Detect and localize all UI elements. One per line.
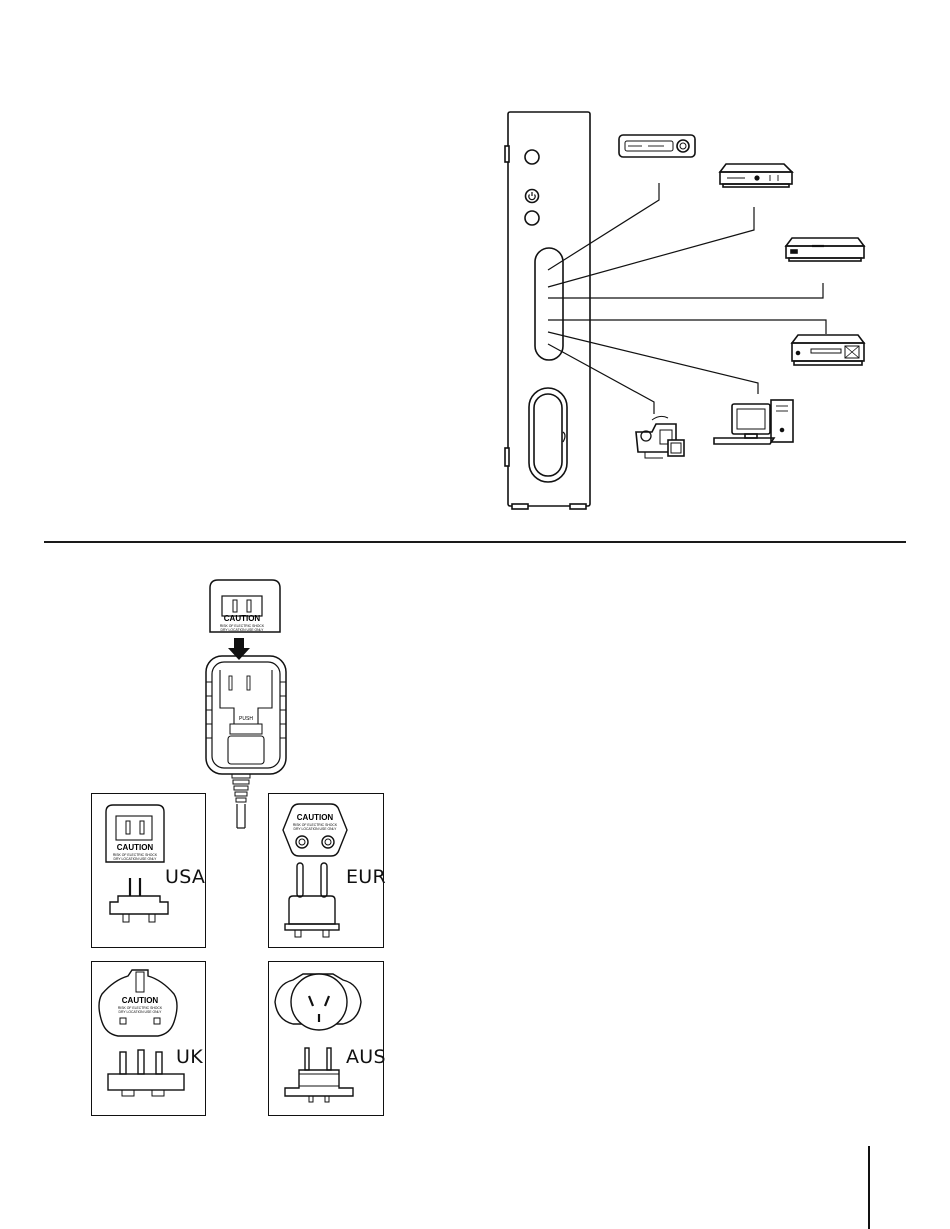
plug-box-usa: CAUTION RISK OF ELECTRIC SHOCK DRY LOCAT… — [91, 793, 206, 948]
usa-caution-fine-print: RISK OF ELECTRIC SHOCK DRY LOCATION USE … — [110, 853, 160, 861]
desktop-computer-icon — [714, 400, 793, 444]
dvd-player-icon — [786, 238, 864, 261]
power-cord — [232, 774, 250, 828]
plug-label-aus: AUS — [346, 1046, 386, 1068]
plug-label-usa: USA — [165, 866, 205, 888]
plug-label-eur: EUR — [346, 866, 386, 888]
eur-caution-fine-print: RISK OF ELECTRIC SHOCK DRY LOCATION USE … — [290, 823, 340, 831]
uk-caution-text: CAUTION — [117, 996, 163, 1005]
clip-caution-text: CAUTION — [219, 614, 265, 623]
cable-box-icon — [720, 164, 792, 187]
plug-box-eur: CAUTION RISK OF ELECTRIC SHOCK DRY LOCAT… — [268, 793, 384, 948]
uk-caution-fine-print: RISK OF ELECTRIC SHOCK DRY LOCATION USE … — [115, 1006, 165, 1014]
push-label: PUSH — [232, 716, 260, 722]
uk-plug-icon — [92, 962, 207, 1117]
eur-caution-text: CAUTION — [292, 813, 338, 822]
aus-plug-icon — [269, 962, 385, 1117]
clip-caution-fine-print: RISK OF ELECTRIC SHOCK DRY LOCATION USE … — [217, 624, 267, 632]
plug-label-uk: UK — [176, 1046, 203, 1068]
connection-diagram-svg — [0, 0, 950, 520]
page-edge-rule — [868, 1146, 870, 1229]
media-hub-unit — [505, 112, 590, 509]
camcorder-icon — [636, 416, 684, 458]
game-console-icon — [619, 135, 695, 157]
adapter-body — [206, 656, 286, 774]
usa-caution-text: CAUTION — [112, 843, 158, 852]
device-connection-diagram — [0, 0, 950, 520]
ports-slot — [535, 248, 563, 360]
plug-box-uk: CAUTION RISK OF ELECTRIC SHOCK DRY LOCAT… — [91, 961, 206, 1116]
section-divider — [44, 541, 906, 543]
plug-box-aus: AUS — [268, 961, 384, 1116]
vcr-icon — [792, 335, 864, 365]
